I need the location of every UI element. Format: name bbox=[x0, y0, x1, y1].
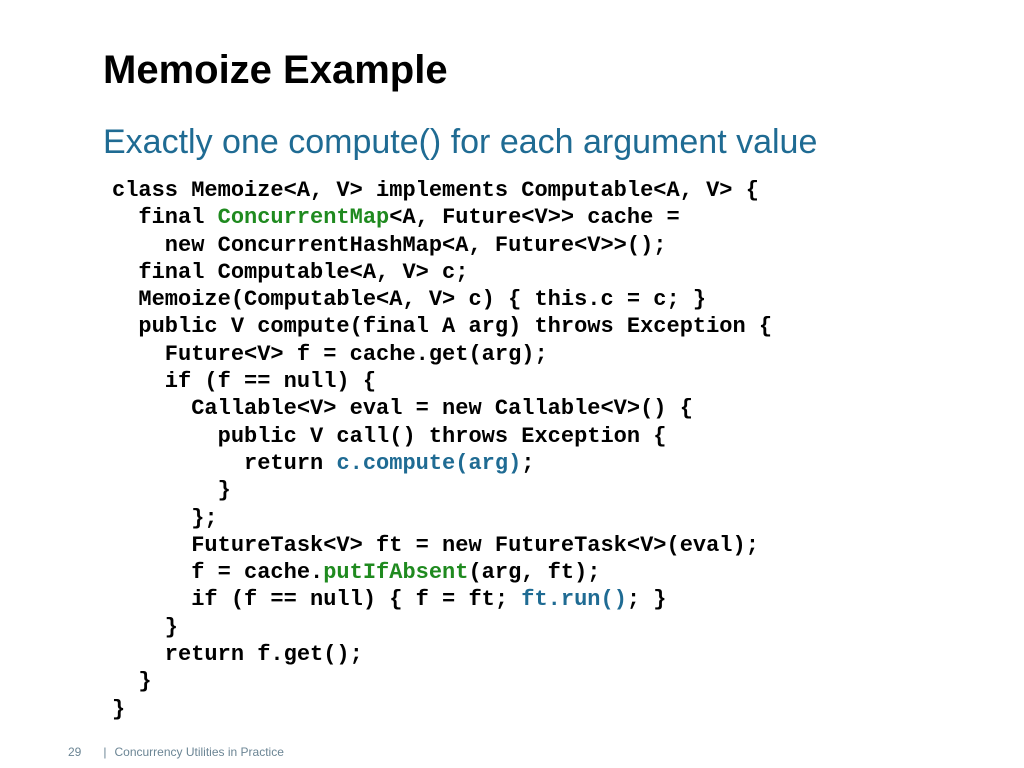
code-line: if (f == null) { bbox=[112, 368, 772, 395]
code-token: } bbox=[112, 696, 126, 722]
code-block: class Memoize<A, V> implements Computabl… bbox=[112, 177, 772, 723]
code-line: FutureTask<V> ft = new FutureTask<V>(eva… bbox=[112, 532, 772, 559]
code-token: ; } bbox=[626, 587, 667, 613]
code-token: <A, Future<V>> cache = bbox=[389, 205, 680, 231]
code-line: Memoize(Computable<A, V> c) { this.c = c… bbox=[112, 286, 772, 313]
slide-title: Memoize Example bbox=[103, 48, 448, 92]
code-token: final bbox=[112, 205, 218, 231]
code-token: FutureTask<V> ft = new FutureTask<V>(eva… bbox=[112, 532, 759, 558]
code-token: Future<V> f = cache.get(arg); bbox=[112, 341, 548, 367]
code-line: } bbox=[112, 668, 772, 695]
code-token: return f.get(); bbox=[112, 642, 363, 668]
code-token: ; bbox=[521, 450, 535, 476]
code-token: }; bbox=[112, 505, 218, 531]
page-number: 29 bbox=[68, 745, 82, 759]
code-line: if (f == null) { f = ft; ft.run(); } bbox=[112, 586, 772, 613]
code-line: return f.get(); bbox=[112, 641, 772, 668]
code-token: (arg, ft); bbox=[468, 560, 601, 586]
code-line: public V compute(final A arg) throws Exc… bbox=[112, 313, 772, 340]
code-line: new ConcurrentHashMap<A, Future<V>>(); bbox=[112, 232, 772, 259]
code-token: if (f == null) { f = ft; bbox=[112, 587, 522, 613]
code-highlight: ConcurrentMap bbox=[217, 205, 390, 231]
code-token: public V compute(final A arg) throws Exc… bbox=[112, 314, 773, 340]
code-token: Callable<V> eval = new Callable<V>() { bbox=[112, 396, 693, 422]
code-token: return bbox=[112, 450, 337, 476]
code-highlight: ft.run() bbox=[521, 587, 627, 613]
code-token: final Computable<A, V> c; bbox=[112, 259, 469, 285]
code-line: } bbox=[112, 696, 772, 723]
code-line: return c.compute(arg); bbox=[112, 450, 772, 477]
slide-footer: 29 | Concurrency Utilities in Practice bbox=[68, 745, 284, 759]
code-highlight: putIfAbsent bbox=[323, 560, 469, 586]
code-line: } bbox=[112, 614, 772, 641]
code-highlight: c.compute(arg) bbox=[336, 450, 522, 476]
footer-text: Concurrency Utilities in Practice bbox=[114, 745, 284, 759]
code-line: }; bbox=[112, 505, 772, 532]
code-line: } bbox=[112, 477, 772, 504]
code-line: final Computable<A, V> c; bbox=[112, 259, 772, 286]
code-token: Memoize(Computable<A, V> c) { this.c = c… bbox=[112, 287, 707, 313]
code-token: } bbox=[112, 478, 231, 504]
code-line: Callable<V> eval = new Callable<V>() { bbox=[112, 395, 772, 422]
code-token: if (f == null) { bbox=[112, 369, 377, 395]
code-token: f = cache. bbox=[112, 560, 324, 586]
code-line: f = cache.putIfAbsent(arg, ft); bbox=[112, 559, 772, 586]
code-token: } bbox=[112, 614, 179, 640]
code-token: new ConcurrentHashMap<A, Future<V>>(); bbox=[112, 232, 667, 258]
slide-subtitle: Exactly one compute() for each argument … bbox=[103, 123, 818, 161]
code-token: class Memoize<A, V> implements Computabl… bbox=[112, 178, 759, 203]
code-token: } bbox=[112, 669, 152, 695]
code-line: class Memoize<A, V> implements Computabl… bbox=[112, 177, 772, 204]
code-line: final ConcurrentMap<A, Future<V>> cache … bbox=[112, 204, 772, 231]
code-token: public V call() throws Exception { bbox=[112, 423, 667, 449]
code-line: public V call() throws Exception { bbox=[112, 423, 772, 450]
code-line: Future<V> f = cache.get(arg); bbox=[112, 341, 772, 368]
footer-separator: | bbox=[103, 745, 107, 759]
